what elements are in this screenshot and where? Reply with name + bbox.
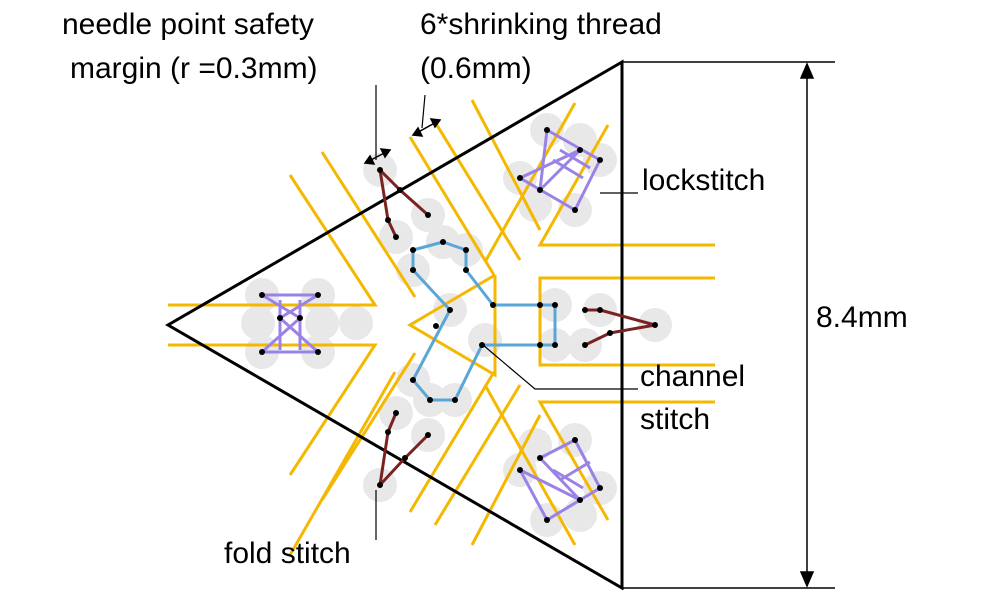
stitch-point [582, 307, 588, 313]
stitch-point [425, 432, 431, 438]
shrinking-thread [320, 352, 417, 501]
stitch-point [552, 342, 558, 348]
stitch-point [652, 322, 658, 328]
shrinking-thread [320, 151, 417, 298]
stitch-point [479, 342, 485, 348]
stitch-point [433, 323, 439, 329]
triangle-outline [165, 59, 624, 590]
stitch-point [397, 187, 403, 193]
shrinking-thread-label-line1: 6*shrinking thread [420, 8, 662, 41]
needle-safety-margins [241, 113, 672, 537]
shrinking-thread-label-line2: (0.6mm) [420, 52, 532, 85]
stitch-point [517, 467, 523, 473]
stitch-point [385, 429, 391, 435]
stitch-point [490, 302, 496, 308]
stitch-point [537, 455, 543, 461]
stitch-point [597, 307, 603, 313]
safety-margin-circle [468, 323, 502, 357]
stitch-point [552, 302, 558, 308]
stitch-points [259, 127, 658, 523]
margin-arrows [363, 118, 442, 165]
stitch-point [377, 482, 383, 488]
shrinking-thread [168, 174, 378, 307]
safety-margin-circle [518, 428, 552, 462]
stitch-point [377, 167, 383, 173]
stitch-point [297, 315, 303, 321]
stitch-point [582, 342, 588, 348]
safety-margin-circle [518, 188, 552, 222]
stitch-point [410, 267, 416, 273]
shrinking-thread [408, 371, 496, 513]
stitch-point [385, 217, 391, 223]
shrinking-thread [538, 276, 715, 367]
stitch-point [447, 307, 453, 313]
shrinking-thread [288, 371, 397, 556]
safety-margin-circle [305, 306, 339, 340]
stitch-point [577, 147, 583, 153]
stitch-point [537, 187, 543, 193]
stitch-point [410, 247, 416, 253]
stitch-point [259, 349, 265, 355]
stitch-point [537, 302, 543, 308]
needle-margin-label-line1: needle point safety [62, 8, 314, 41]
stitch-point [315, 292, 321, 298]
safety-margin-circle [241, 306, 275, 340]
stitch-point [393, 234, 399, 240]
shrinking-thread [470, 99, 542, 231]
shrinking-thread [483, 384, 577, 546]
stitch-point [607, 330, 613, 336]
stitch-point [577, 497, 583, 503]
dimension-8-4mm [622, 61, 835, 589]
stitch-point [410, 377, 416, 383]
channel-stitch [411, 240, 557, 402]
stitch-point [463, 247, 469, 253]
stitch-point [440, 239, 446, 245]
shrinking-thread [433, 121, 522, 261]
shrinking-thread [537, 400, 715, 521]
shrinking-thread [470, 414, 542, 546]
stitch-point [393, 410, 399, 416]
stitch-point [544, 127, 550, 133]
safety-margin-circle [339, 306, 373, 340]
needle-margin-label-line2: margin (r =0.3mm) [70, 52, 318, 85]
shrinking-thread [433, 384, 522, 526]
stitch-point [544, 517, 550, 523]
fold-stitch-label: fold stitch [224, 537, 351, 570]
stitch-point [537, 342, 543, 348]
stitch-point [572, 207, 578, 213]
stitch-point [425, 212, 431, 218]
dimension-label: 8.4mm [816, 301, 908, 334]
stitch-point [277, 315, 283, 321]
shrinking-thread [168, 343, 378, 476]
lockstitch-label: lockstitch [642, 164, 766, 197]
stitch-point [315, 349, 321, 355]
stitch-point [402, 455, 408, 461]
stitch-point [517, 175, 523, 181]
shrinking-thread [407, 273, 497, 378]
leader-lines [375, 85, 638, 540]
safety-margin-circle [563, 498, 597, 532]
stitch-point [597, 157, 603, 163]
channel-stitch-label-line1: channel [640, 360, 746, 393]
stitch-point [463, 267, 469, 273]
shrinking-thread [408, 136, 496, 276]
channel-stitch-label-line2: stitch [640, 403, 711, 436]
stitch-point [452, 397, 458, 403]
stitch-point [259, 292, 265, 298]
stitch-point [427, 397, 433, 403]
stitch-point [597, 485, 603, 491]
stitch-point [572, 437, 578, 443]
